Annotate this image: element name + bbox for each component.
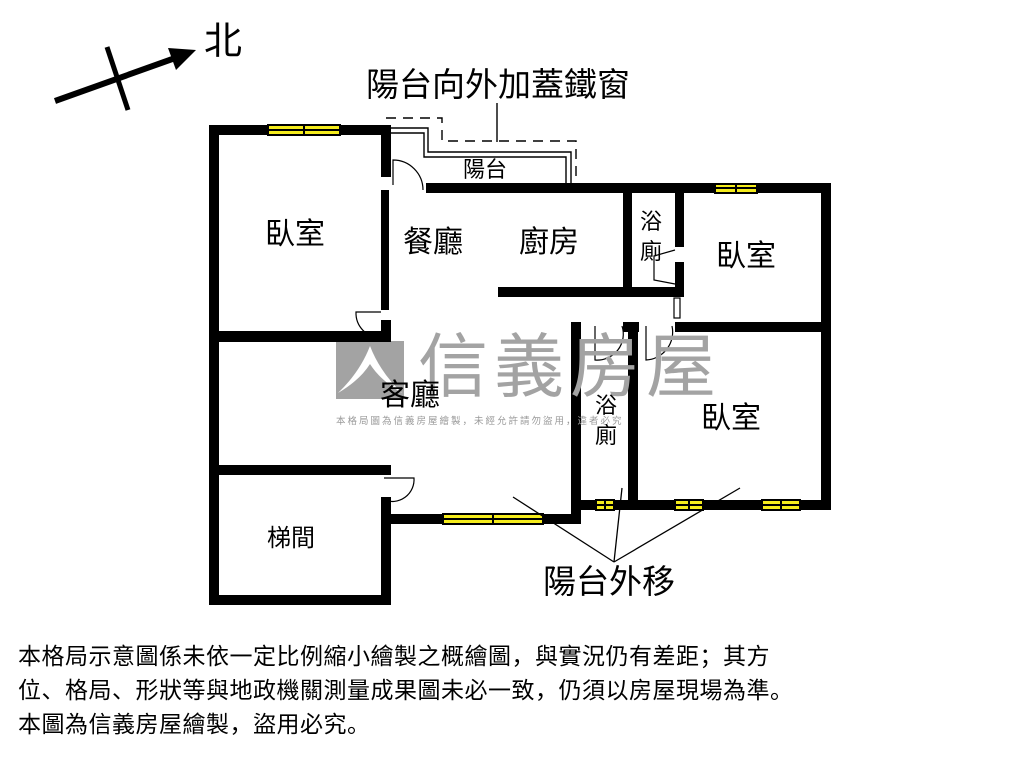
room-kitchen: 廚房 (519, 225, 579, 260)
room-bath-north: 浴廁 (639, 210, 662, 265)
door-stairwell (383, 477, 415, 503)
room-bath-south: 浴廁 (594, 394, 617, 449)
room-bedroom-nw: 臥室 (265, 217, 325, 252)
door-bath-north (653, 249, 676, 285)
disclaimer-line-1: 本格局示意圖係未依一定比例縮小繪製之概繪圖，與實況仍有差距；其方 (18, 644, 770, 670)
leader-lines (512, 487, 741, 563)
door-bedroom-se (645, 325, 674, 361)
doors (355, 159, 681, 503)
room-bedroom-ne: 臥室 (716, 239, 776, 274)
watermark-brand: 信義房屋 (418, 326, 722, 408)
floorplan (53, 46, 831, 605)
room-dining: 餐廳 (403, 225, 463, 260)
compass-north-label: 北 (204, 19, 243, 63)
door-balcony (392, 159, 424, 191)
balcony-window-note: 陽台向外加蓋鐵窗 (366, 65, 630, 104)
room-living: 客廳 (380, 378, 440, 413)
disclaimer-line-2: 位、格局、形狀等與地政機關測量成果圖未必一致，仍須以房屋現場為準。 (18, 678, 794, 704)
room-stairwell: 梯間 (267, 524, 315, 552)
door-bath-south (594, 325, 624, 361)
watermark-notice: 本格局圖為信義房屋繪製，未經允許請勿盜用，違者必究 (336, 416, 624, 427)
balcony-label: 陽台 (463, 158, 508, 183)
disclaimer: 本格局示意圖係未依一定比例縮小繪製之概繪圖，與實況仍有差距；其方 位、格局、形狀… (18, 640, 1008, 742)
north-arrow-icon (53, 46, 196, 111)
door-bedroom-nw (355, 311, 382, 339)
watermark-logo-icon (336, 341, 404, 399)
windows (267, 124, 801, 525)
disclaimer-line-3: 本圖為信義房屋繪製，盜用必究。 (18, 712, 371, 738)
balcony-moved-note: 陽台外移 (543, 562, 675, 601)
balcony-outline (386, 103, 577, 188)
room-bedroom-se: 臥室 (701, 401, 761, 436)
